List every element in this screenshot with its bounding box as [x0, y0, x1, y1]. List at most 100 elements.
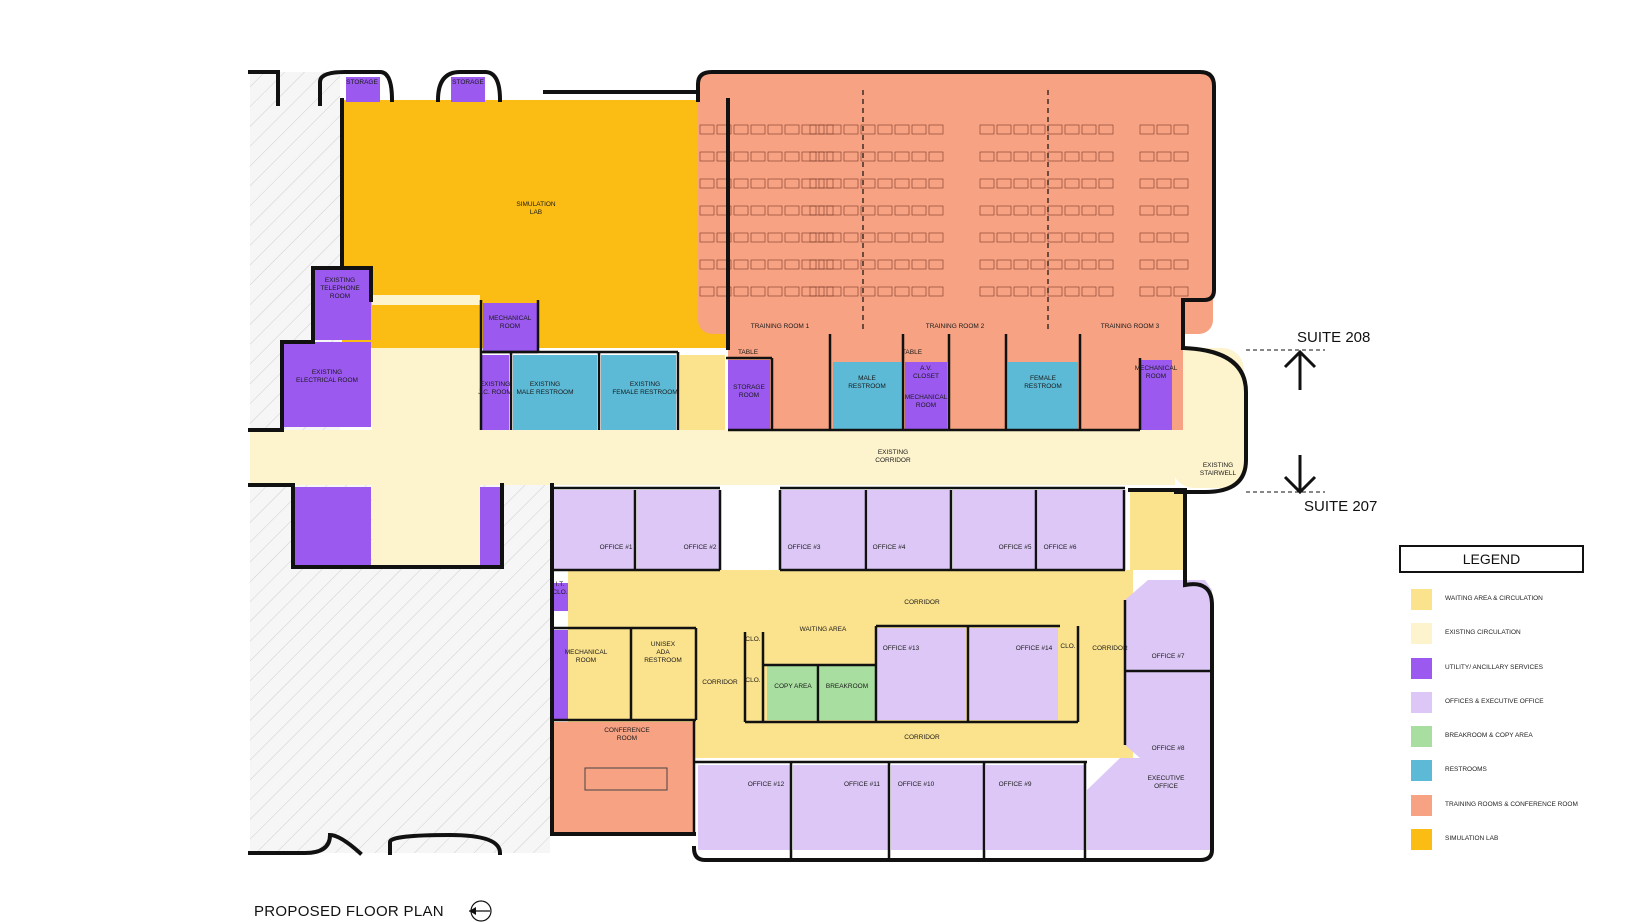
desk: [784, 151, 800, 162]
label-line: A.V.: [920, 365, 932, 372]
label-line: OFFICE: [1154, 783, 1178, 790]
desk: [826, 124, 842, 135]
label-line: CLOSET: [913, 373, 939, 380]
desk: [1139, 286, 1155, 297]
legend-item: BREAKROOM & COPY AREA: [1399, 722, 1584, 756]
label-line: EXISTING: [480, 381, 510, 388]
label-office-4: OFFICE #4: [873, 544, 906, 551]
corridor-upper-left: [680, 355, 725, 430]
desk: [750, 286, 766, 297]
desk: [818, 151, 834, 162]
desk: [818, 205, 834, 216]
desk: [843, 286, 859, 297]
label-line: RESTROOM: [1024, 383, 1062, 390]
label-line: ROOM: [617, 735, 637, 742]
utility-lower-left-2: [480, 487, 502, 567]
desk: [928, 178, 944, 189]
desk: [877, 178, 893, 189]
desk: [996, 205, 1012, 216]
desk: [750, 151, 766, 162]
desk: [767, 286, 783, 297]
desk: [750, 232, 766, 243]
desk: [996, 286, 1012, 297]
legend-label: UTILITY/ ANCILLARY SERVICES: [1445, 663, 1543, 671]
desk: [843, 259, 859, 270]
office-2: [637, 490, 719, 570]
desk: [784, 124, 800, 135]
desk: [801, 124, 817, 135]
desk: [809, 232, 825, 243]
label-line: ELECTRICAL ROOM: [296, 377, 358, 384]
legend-title: LEGEND: [1399, 545, 1584, 573]
legend-item: WAITING AREA & CIRCULATION: [1399, 585, 1584, 619]
desk: [818, 232, 834, 243]
desk: [1173, 178, 1189, 189]
desk: [767, 151, 783, 162]
legend-swatch: [1411, 691, 1432, 713]
desk: [860, 151, 876, 162]
desk: [843, 232, 859, 243]
desk: [1013, 151, 1029, 162]
desk: [1173, 124, 1189, 135]
label-line: EXECUTIVE: [1148, 775, 1186, 782]
desk: [979, 205, 995, 216]
desk: [1064, 124, 1080, 135]
desk: [699, 286, 715, 297]
desk: [843, 151, 859, 162]
desk: [784, 259, 800, 270]
mechanical-room-3: [1140, 360, 1172, 430]
desk: [928, 124, 944, 135]
desk: [1098, 178, 1114, 189]
desk: [1156, 286, 1172, 297]
interior-walls: [479, 90, 1212, 858]
label-line: ROOM: [330, 293, 350, 300]
av-closet: [905, 362, 947, 397]
desk: [1173, 205, 1189, 216]
desk: [818, 286, 834, 297]
desk: [784, 286, 800, 297]
desk: [1081, 205, 1097, 216]
label-line: MECHANICAL: [565, 649, 608, 656]
desk: [699, 259, 715, 270]
desk: [996, 178, 1012, 189]
desk: [826, 286, 842, 297]
desk: [716, 205, 732, 216]
label-table-2: TABLE: [902, 349, 923, 356]
desk: [733, 205, 749, 216]
desk: [911, 232, 927, 243]
desk: [1081, 259, 1097, 270]
legend-swatch: [1411, 794, 1432, 816]
legend-item: OFFICES & EXECUTIVE OFFICE: [1399, 688, 1584, 722]
plan-title: PROPOSED FLOOR PLAN: [254, 903, 444, 920]
desk: [1030, 178, 1046, 189]
desk: [1030, 205, 1046, 216]
label-corridor-left: CORRIDOR: [702, 679, 738, 686]
desk: [1156, 259, 1172, 270]
executive-office: [1087, 758, 1212, 850]
label-line: MALE: [858, 375, 876, 382]
desk: [767, 178, 783, 189]
desk: [928, 205, 944, 216]
desk: [733, 151, 749, 162]
training-seating: [699, 124, 1189, 297]
label-corridor-bottom: CORRIDOR: [904, 734, 940, 741]
label-closet-2: CLO.: [745, 677, 760, 684]
label-line: MALE RESTROOM: [516, 389, 573, 396]
utility-lower-left-1: [293, 487, 371, 567]
desk: [894, 232, 910, 243]
suite-207-label: SUITE 207: [1304, 498, 1378, 515]
desk: [877, 259, 893, 270]
north-arrow-icon: [469, 900, 492, 922]
desk: [996, 124, 1012, 135]
existing-jc-room: [481, 355, 509, 430]
copy-area: [767, 665, 817, 720]
desk: [877, 205, 893, 216]
office-11: [793, 765, 888, 850]
existing-female-restroom: [601, 355, 676, 430]
